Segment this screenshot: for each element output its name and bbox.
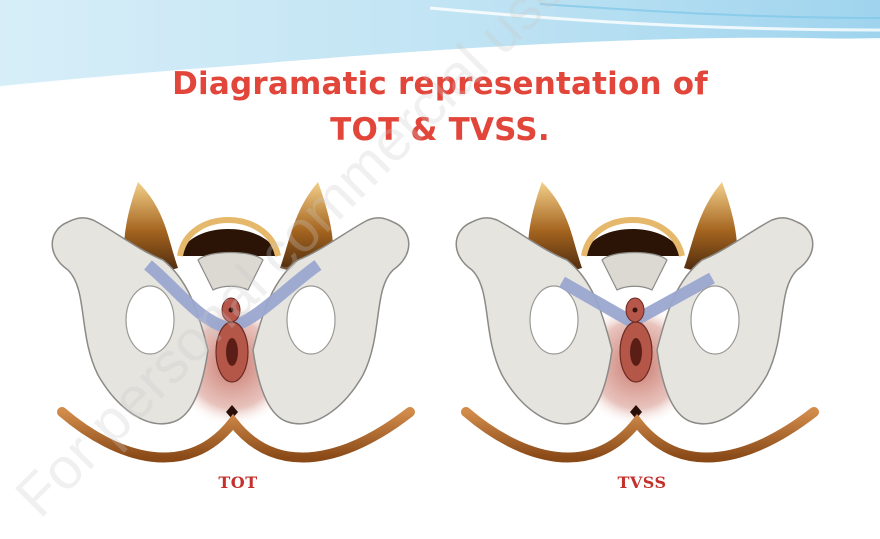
right-obturator-foramen <box>287 286 335 354</box>
right-obturator-foramen <box>691 286 739 354</box>
pelvis-diagram-tvss <box>442 160 842 500</box>
tot-label: TOT <box>38 473 438 492</box>
diagram-title-line-2: TOT & TVSS. <box>0 112 880 148</box>
tvss-label: TVSS <box>442 473 842 492</box>
left-obturator-foramen <box>530 286 578 354</box>
pubic-symphysis <box>198 253 263 291</box>
left-obturator-foramen <box>126 286 174 354</box>
buttock-contour <box>62 412 410 458</box>
pubic-symphysis <box>602 253 667 291</box>
pelvis-diagram-tot <box>38 160 438 500</box>
buttock-contour <box>466 412 814 458</box>
diagram-title-line-1: Diagramatic representation of <box>0 66 880 102</box>
